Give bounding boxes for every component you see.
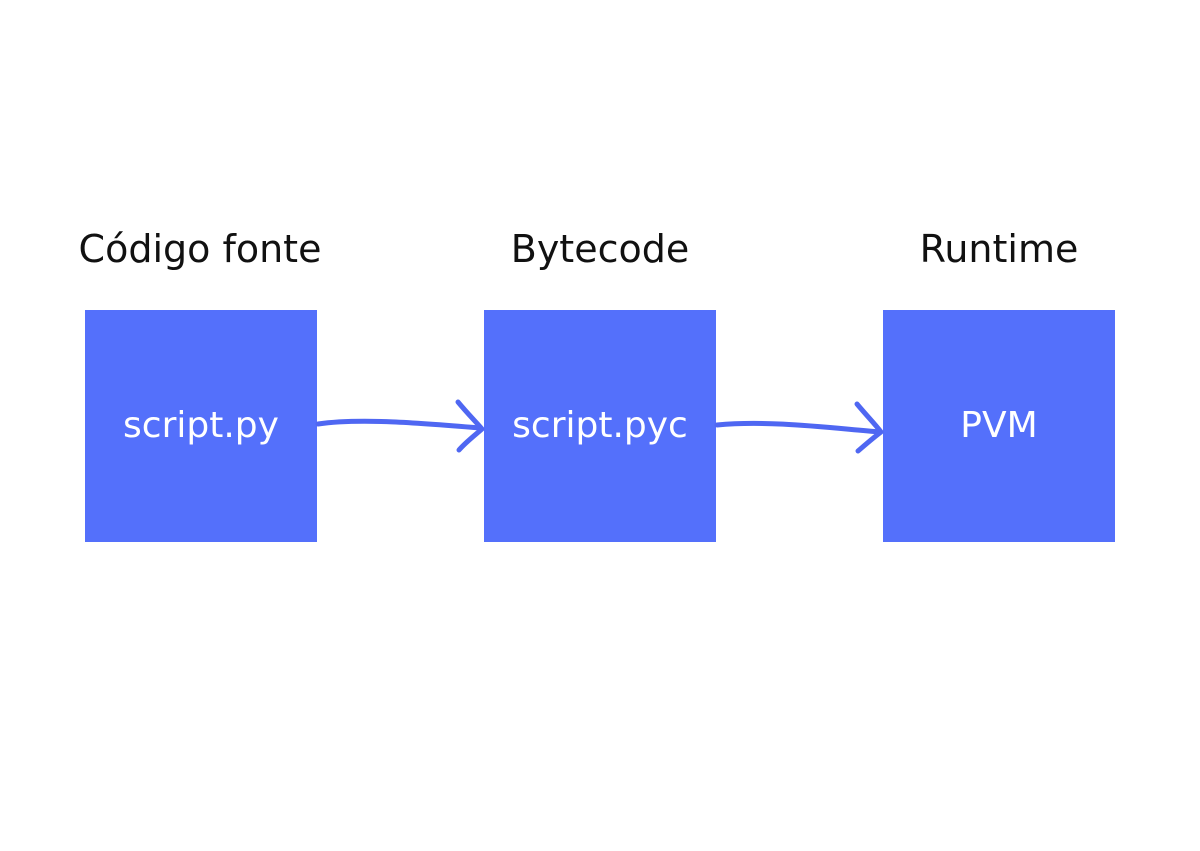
- source-code-box-text: script.py: [123, 405, 279, 446]
- right-arrow-icon: [714, 401, 884, 454]
- runtime-box: PVM: [883, 310, 1115, 542]
- source-code-box: script.py: [85, 310, 317, 542]
- stage-label-source-code: Código fonte: [78, 227, 322, 271]
- bytecode-box: script.pyc: [484, 310, 716, 542]
- stage-label-bytecode: Bytecode: [510, 227, 690, 271]
- stage-label-runtime: Runtime: [919, 227, 1079, 271]
- bytecode-box-text: script.pyc: [512, 405, 688, 446]
- right-arrow-icon: [315, 399, 485, 453]
- runtime-box-text: PVM: [960, 405, 1038, 446]
